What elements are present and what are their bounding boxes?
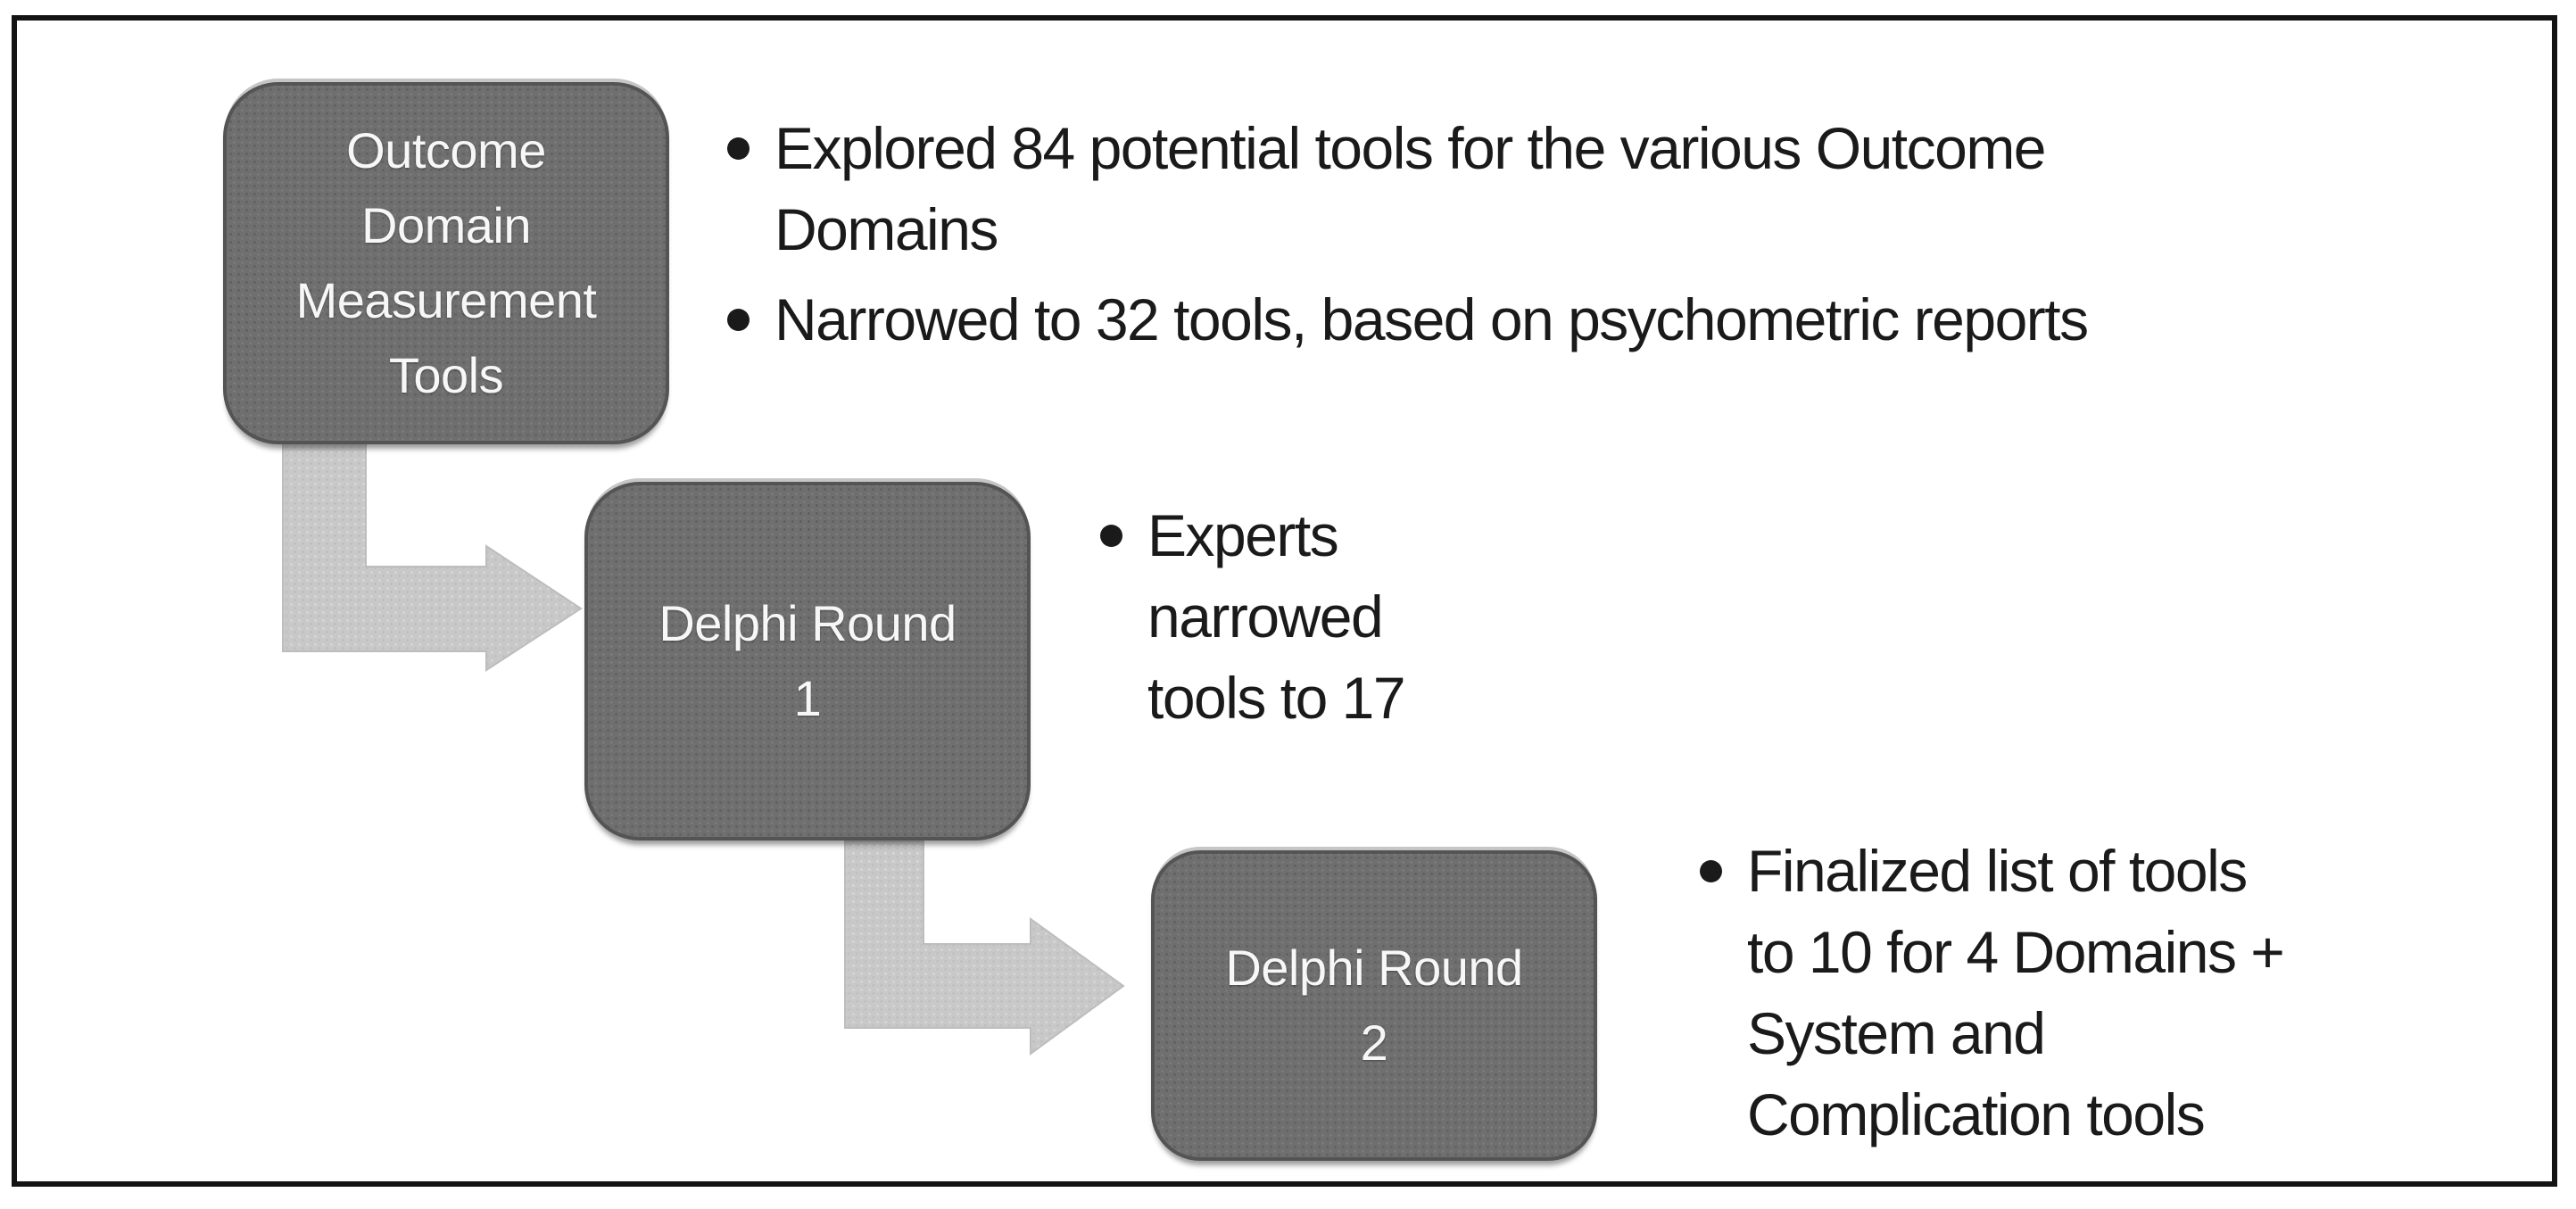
bullet-text: Explored 84 potential tools for the vari… <box>774 115 2047 262</box>
bullet-text: Narrowed to 32 tools, based on psychomet… <box>774 286 2089 352</box>
list-item: Explored 84 potential tools for the vari… <box>727 108 2289 270</box>
bullet-dot-icon <box>1700 860 1722 882</box>
elbow-arrow-2-icon <box>844 841 1125 1056</box>
elbow-arrow-1-icon <box>282 443 583 672</box>
list-item: Narrowed to 32 tools, based on psychomet… <box>727 279 2289 360</box>
bullet-dot-icon <box>1100 525 1122 547</box>
figure-border <box>12 15 2557 1187</box>
bullet-list-step-1: Explored 84 potential tools for the vari… <box>727 108 2289 360</box>
bullet-dot-icon <box>727 309 750 331</box>
bullet-dot-icon <box>727 137 750 160</box>
